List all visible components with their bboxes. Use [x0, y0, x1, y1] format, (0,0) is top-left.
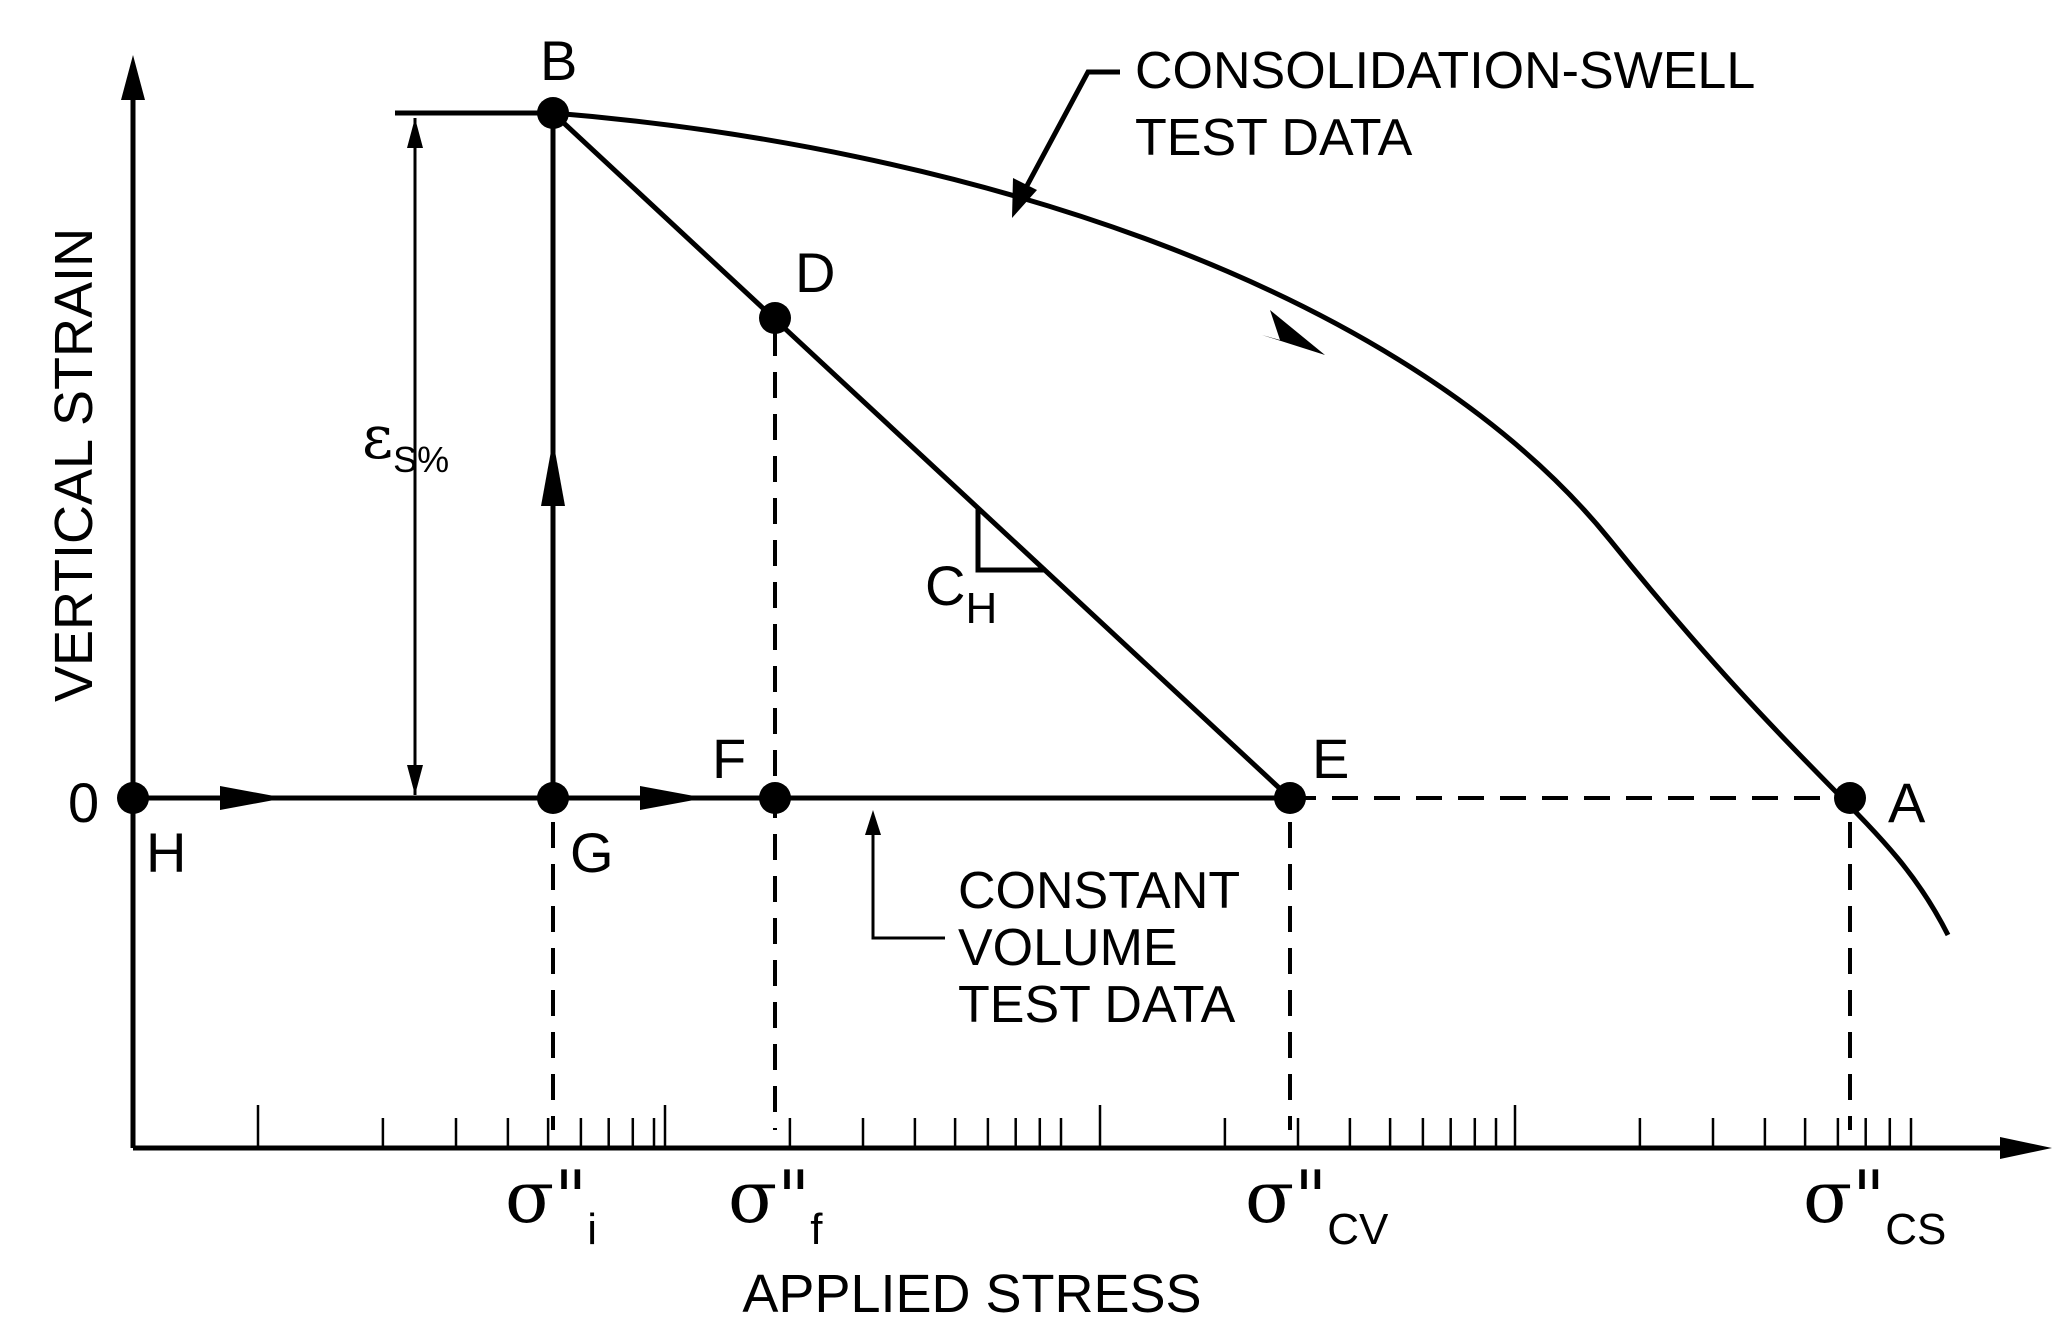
curve-direction-arrow [1262, 310, 1325, 355]
constant-volume-line-2: VOLUME [958, 919, 1178, 977]
point-h [117, 782, 149, 814]
constant-volume-leader-arrow [865, 810, 881, 835]
label-origin: 0 [68, 771, 99, 834]
curve-label-line-1: CONSOLIDATION-SWELL [1135, 42, 1755, 100]
slope-label: CH [925, 554, 997, 633]
sigma-cv-label: σ"CV [1245, 1155, 1389, 1254]
x-axis-arrowhead [2000, 1137, 2052, 1159]
point-f [759, 782, 791, 814]
path-arrow-1 [220, 786, 285, 810]
curve-label-line-2: TEST DATA [1135, 109, 1413, 167]
strain-dimension-arrow-up [407, 118, 423, 148]
strain-dimension-arrow-down [407, 765, 423, 795]
y-axis-title: VERTICAL STRAIN [44, 228, 104, 702]
sigma-i-label: σ"i [505, 1155, 597, 1254]
slope-triangle [975, 507, 1046, 573]
constant-volume-line-3: TEST DATA [958, 976, 1236, 1034]
line-bde [551, 111, 1292, 800]
point-g [537, 782, 569, 814]
x-axis-ticks [256, 1105, 1913, 1148]
label-e: E [1312, 727, 1349, 790]
label-d: D [795, 241, 835, 304]
point-b [537, 97, 569, 129]
label-h: H [146, 821, 186, 884]
strain-label: εS% [362, 403, 449, 480]
x-axis-title: APPLIED STRESS [742, 1264, 1201, 1324]
point-d [759, 302, 791, 334]
sigma-f-label: σ"f [728, 1155, 823, 1254]
label-b: B [540, 29, 577, 92]
sigma-cs-label: σ"CS [1803, 1155, 1946, 1254]
point-e [1274, 782, 1306, 814]
constant-volume-leader [871, 828, 945, 940]
path-arrow-2 [640, 786, 705, 810]
point-a [1834, 782, 1866, 814]
label-g: G [570, 821, 614, 884]
curve-label-leader-arrow [1012, 178, 1037, 218]
y-axis-arrowhead [121, 55, 145, 100]
constant-volume-line-1: CONSTANT [958, 862, 1240, 920]
consolidation-swell-curve [552, 110, 1951, 937]
curve-label-leader [1019, 69, 1120, 197]
swell-direction-arrow [541, 440, 565, 506]
label-f: F [712, 727, 746, 790]
label-a: A [1888, 771, 1926, 834]
